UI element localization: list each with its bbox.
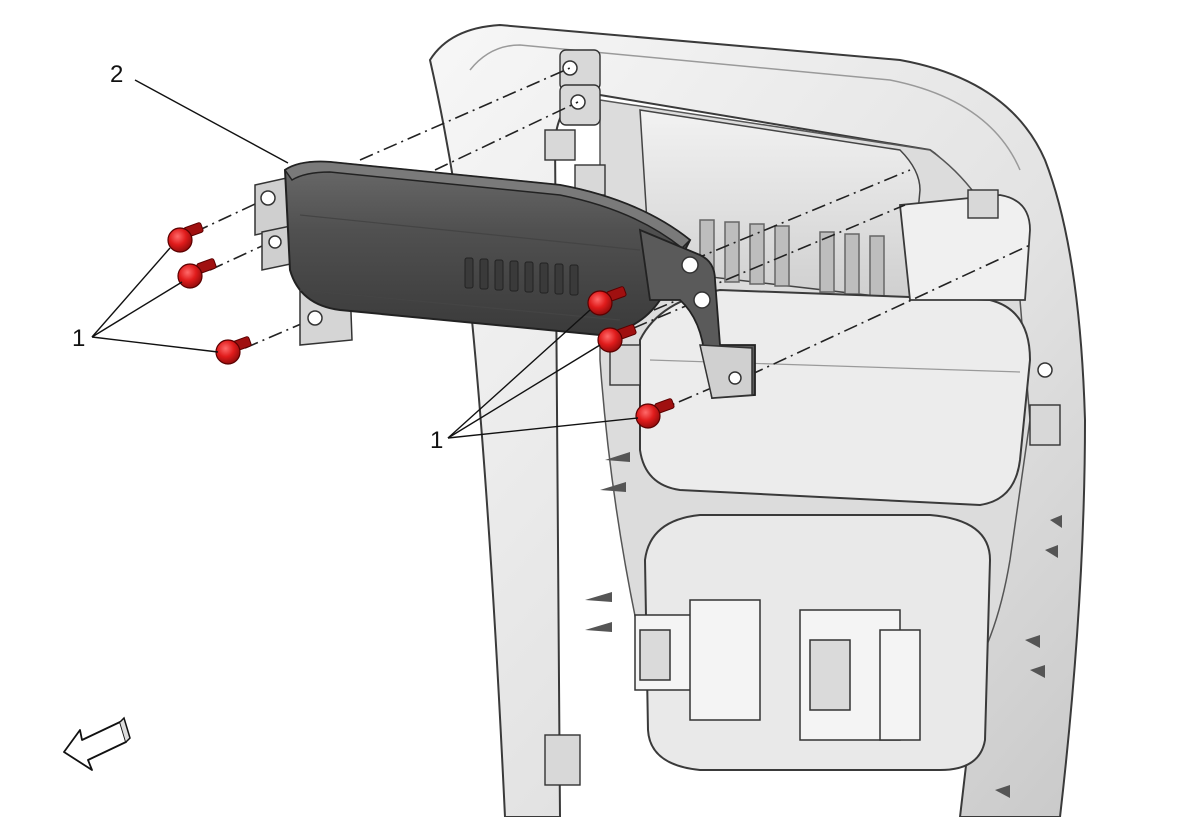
fastener-bolt [215, 336, 252, 365]
wiring-connectors [634, 599, 921, 741]
fastener-bolt [167, 222, 204, 253]
fastener-bolt [635, 398, 675, 429]
instrument-panel-bezel [428, 23, 1087, 817]
fastener-bolt [597, 324, 637, 353]
callout-1-label-left: 1 [72, 325, 85, 352]
vent-louvers [699, 219, 885, 297]
callout-leaders [91, 79, 639, 439]
module-cooling-fins [464, 257, 579, 296]
instrument-cluster-module [254, 160, 756, 399]
fasteners [167, 222, 675, 429]
bezel-mounting-tabs [544, 49, 1061, 786]
callout-1-label-right: 1 [430, 427, 443, 454]
arrow-icon [63, 716, 131, 771]
callout-2-label: 2 [110, 61, 123, 88]
fastener-bolt [587, 286, 627, 316]
retention-clips [585, 452, 1062, 798]
fastener-bolt [177, 258, 217, 289]
